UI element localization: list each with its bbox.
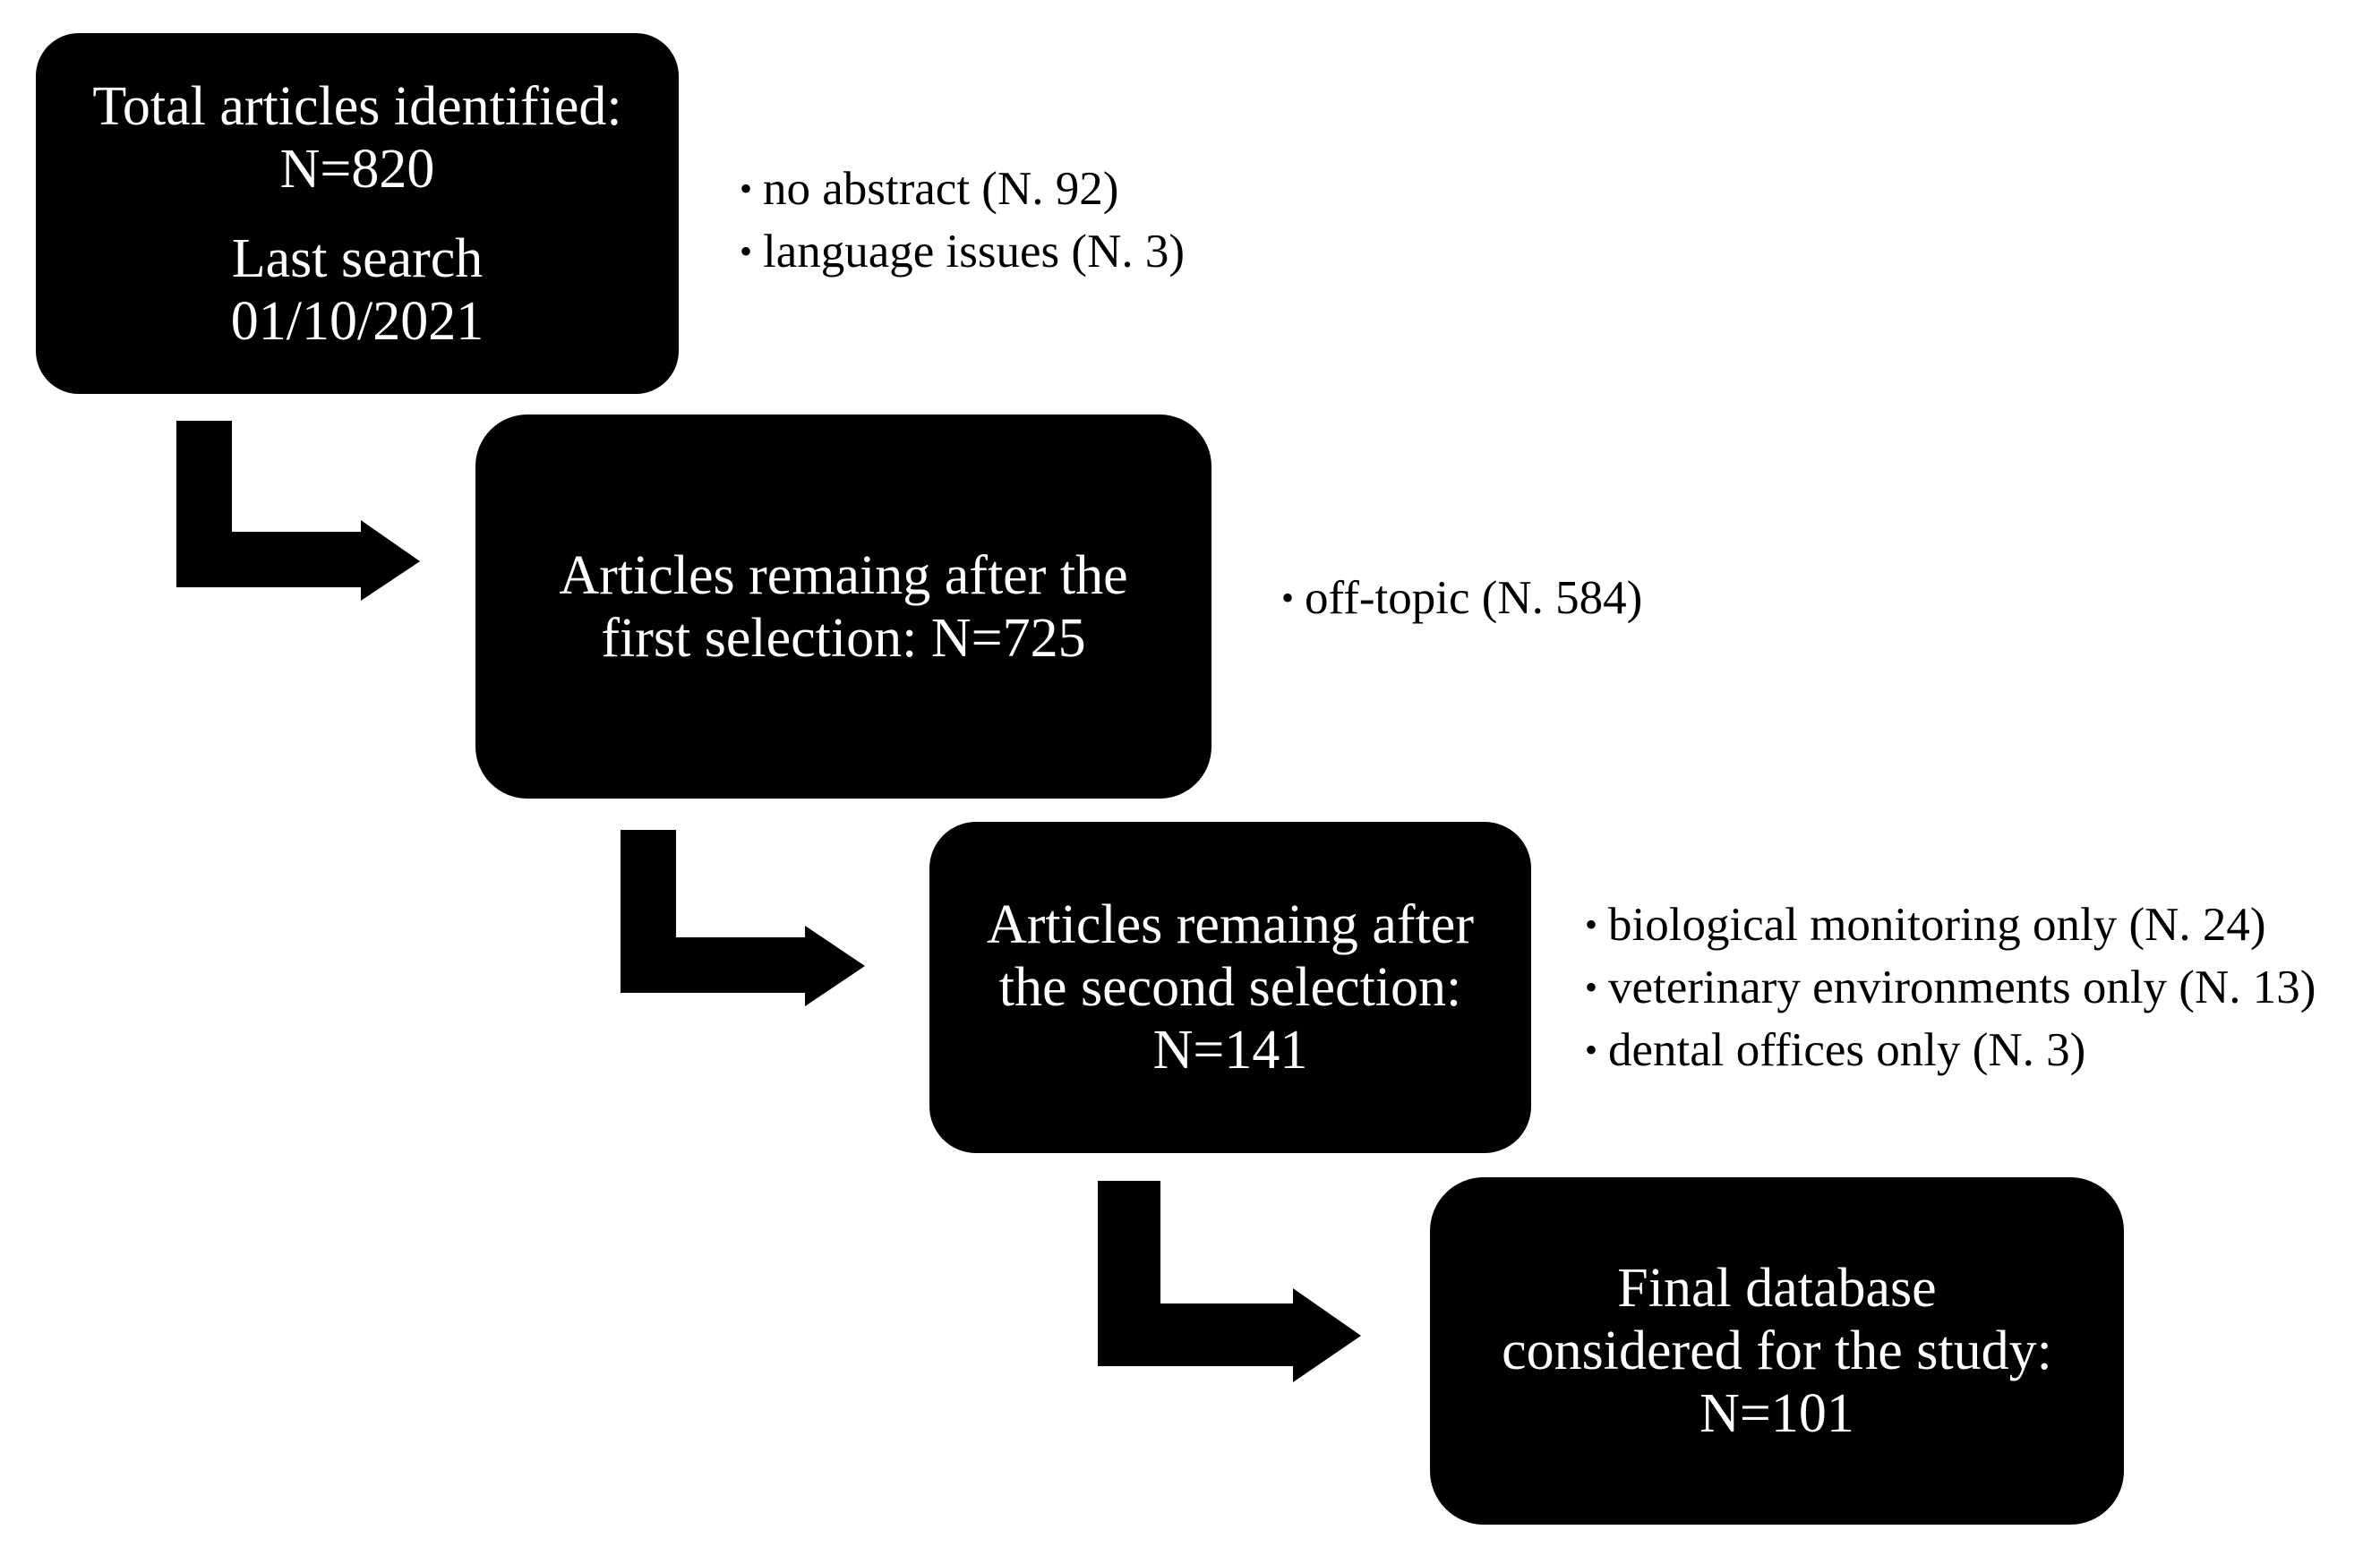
bullet-icon: • [740,231,753,271]
step1-count: N=820 [279,138,435,200]
bullet-icon: • [740,168,753,209]
exclusion-item: •biological monitoring only (N. 24) [1585,893,2316,956]
exclusion-item: •dental offices only (N. 3) [1585,1019,2316,1081]
step2-count: first selection: N=725 [601,607,1086,669]
step-box-second-selection: Articles remaing after the second select… [929,822,1531,1153]
elbow-arrow-icon [621,830,865,1006]
step2-exclusion-list: •off-topic (N. 584) [1281,567,1642,629]
step3-title: Articles remaing after [987,894,1474,955]
step4-subtitle: considered for the study: [1502,1321,2052,1381]
bullet-icon: • [1585,967,1598,1007]
exclusion-item: •no abstract (N. 92) [740,158,1185,220]
step-box-final-database: Final database considered for the study:… [1430,1177,2124,1525]
bullet-icon: • [1281,577,1295,618]
step3-subtitle: the second selection: [998,957,1462,1018]
step1-search-label: Last search [231,227,484,289]
bullet-icon: • [1585,904,1598,944]
elbow-arrow-icon [176,421,420,601]
step-box-total-identified: Total articles identified: N=820 Last se… [36,33,679,394]
step4-title: Final database [1617,1258,1937,1319]
exclusion-item: •veterinary environments only (N. 13) [1585,956,2316,1019]
step2-title: Articles remaing after the [559,544,1128,606]
step4-count: N=101 [1699,1383,1854,1444]
step1-exclusion-list: •no abstract (N. 92) •language issues (N… [740,158,1185,283]
step1-search-date: 01/10/2021 [230,290,484,352]
step1-title: Total articles identified: [92,75,622,137]
step3-count: N=141 [1152,1020,1308,1081]
exclusion-item: •language issues (N. 3) [740,220,1185,283]
step-box-first-selection: Articles remaing after the first selecti… [475,415,1211,799]
exclusion-item: •off-topic (N. 584) [1281,567,1642,629]
step3-exclusion-list: •biological monitoring only (N. 24) •vet… [1585,893,2316,1081]
elbow-arrow-icon [1098,1181,1361,1382]
bullet-icon: • [1585,1030,1598,1070]
